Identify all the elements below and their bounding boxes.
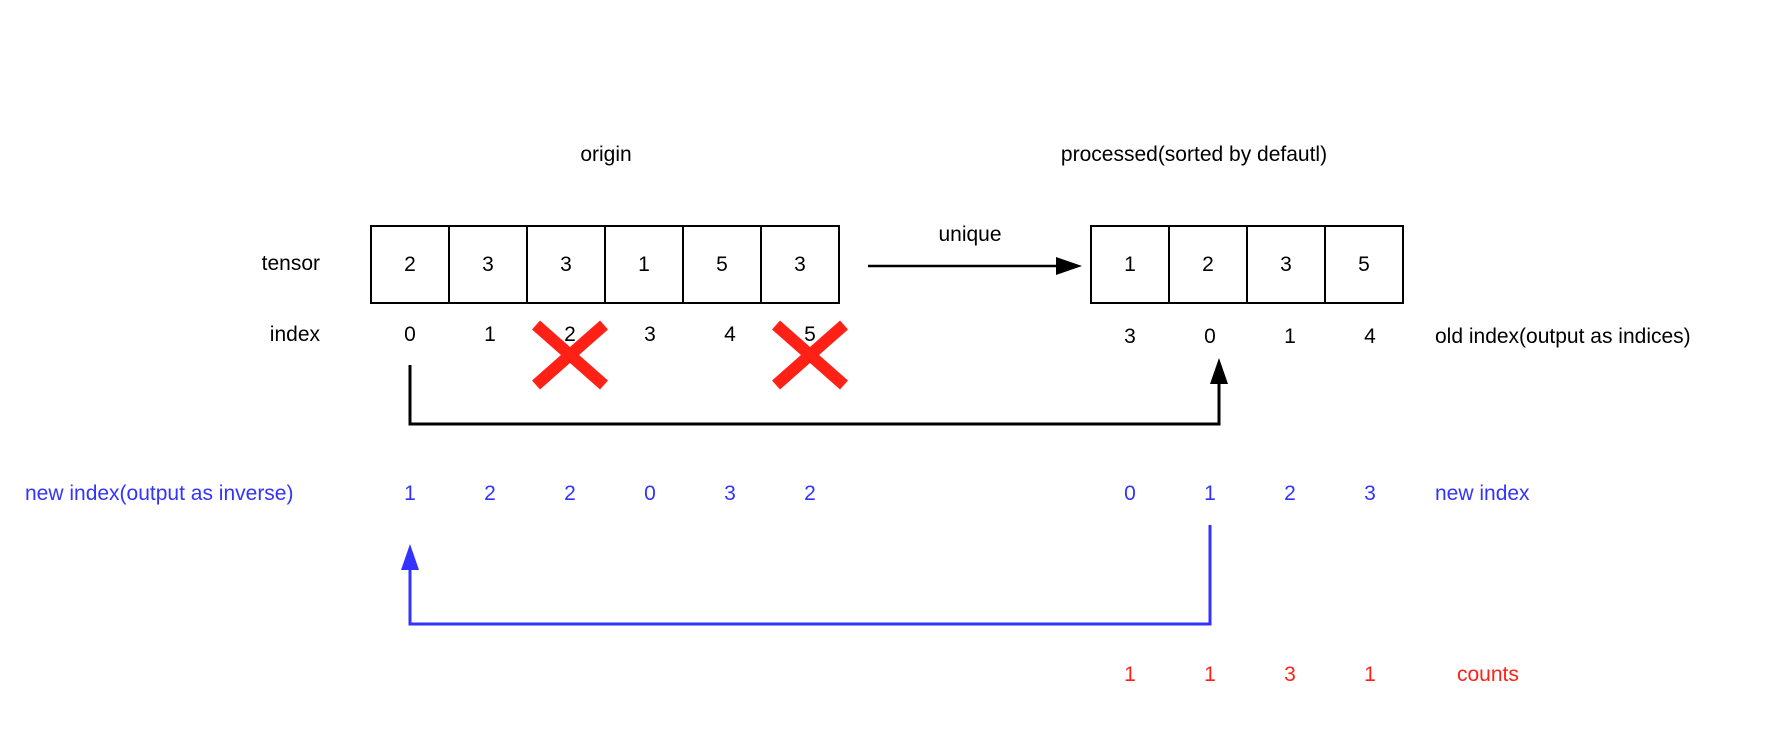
new-index-row: 0 1 2 3: [1090, 481, 1410, 507]
count-value: 1: [1204, 663, 1216, 686]
inverse-value: 2: [484, 482, 496, 505]
old-index-row-label: old index(output as indices): [1435, 325, 1691, 348]
tensor-row-label: tensor: [261, 252, 320, 275]
old-index-value: 4: [1364, 325, 1376, 348]
old-index-value: 0: [1204, 325, 1216, 348]
new-index-row-label: new index: [1435, 482, 1530, 505]
tensor-cell: 3: [448, 225, 528, 304]
index-value: 3: [644, 323, 656, 346]
new-index-value: 3: [1364, 482, 1376, 505]
old-index-connector-arrow: [408, 358, 1228, 426]
old-index-value: 3: [1124, 325, 1136, 348]
counts-row: 1 1 3 1: [1090, 662, 1410, 688]
tensor-cell: 1: [604, 225, 684, 304]
inverse-row-label: new index(output as inverse): [25, 482, 294, 505]
origin-title: origin: [580, 143, 632, 166]
count-value: 1: [1364, 663, 1376, 686]
count-value: 1: [1124, 663, 1136, 686]
tensor-cell: 5: [682, 225, 762, 304]
new-index-value: 2: [1284, 482, 1296, 505]
inverse-connector-arrow: [401, 525, 1212, 626]
inverse-value: 2: [804, 482, 816, 505]
tensor-cell: 2: [370, 225, 450, 304]
new-index-value: 0: [1124, 482, 1136, 505]
index-value: 5: [804, 323, 816, 346]
processed-title: processed(sorted by defautl): [1060, 143, 1328, 166]
index-value: 2: [564, 323, 576, 346]
unique-arrow-label: unique: [938, 223, 1002, 246]
processed-tensor-array: 1 2 3 5: [1090, 225, 1404, 304]
count-value: 3: [1284, 663, 1296, 686]
inverse-index-row: 1 2 2 0 3 2: [370, 481, 850, 507]
index-value: 0: [404, 323, 416, 346]
inverse-value: 2: [564, 482, 576, 505]
unique-arrow: [868, 257, 1082, 275]
tensor-cell: 2: [1168, 225, 1248, 304]
inverse-value: 0: [644, 482, 656, 505]
old-index-row: 3 0 1 4: [1090, 324, 1410, 350]
tensor-cell: 3: [526, 225, 606, 304]
inverse-value: 3: [724, 482, 736, 505]
old-index-value: 1: [1284, 325, 1296, 348]
tensor-cell: 5: [1324, 225, 1404, 304]
counts-row-label: counts: [1457, 663, 1519, 686]
origin-tensor-array: 2 3 3 1 5 3: [370, 225, 840, 304]
index-value: 4: [724, 323, 736, 346]
origin-index-row: 0 1 2 3 4 5: [370, 322, 850, 348]
tensor-cell: 1: [1090, 225, 1170, 304]
tensor-cell: 3: [1246, 225, 1326, 304]
tensor-cell: 3: [760, 225, 840, 304]
index-value: 1: [484, 323, 496, 346]
new-index-value: 1: [1204, 482, 1216, 505]
inverse-value: 1: [404, 482, 416, 505]
index-row-label: index: [269, 323, 320, 346]
